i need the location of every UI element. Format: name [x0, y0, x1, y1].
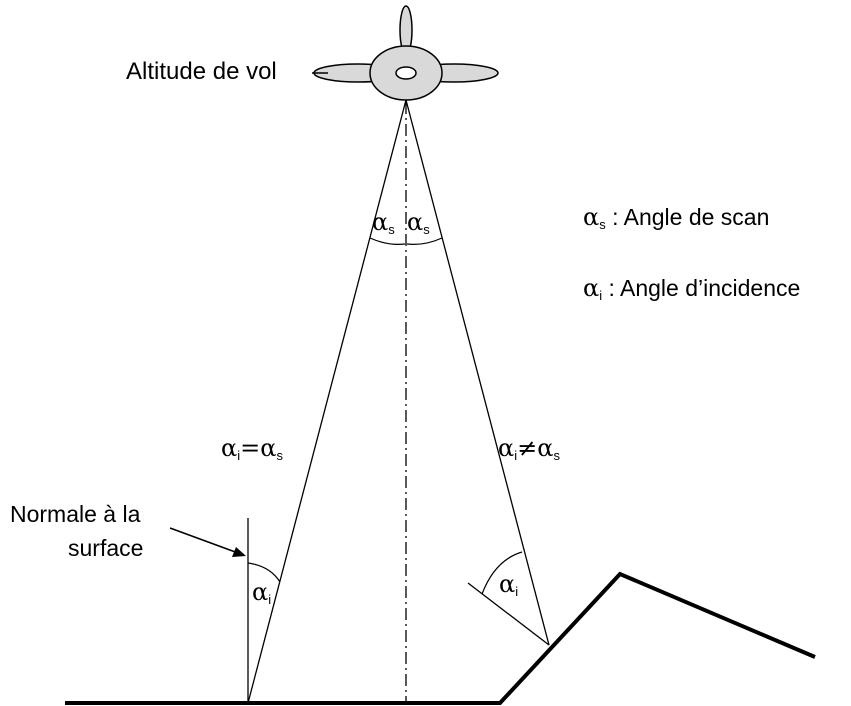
aircraft-icon: [313, 5, 499, 101]
subscript-i: i: [237, 448, 241, 463]
scan-angle-label-left: αs: [372, 210, 395, 236]
surface-normal-label-line1: Normale à la: [10, 501, 141, 527]
subscript-s: s: [599, 217, 606, 232]
subscript-s: s: [276, 448, 283, 463]
unequal-angles-label: αi≠αs: [498, 436, 560, 462]
subscript-i: i: [515, 584, 519, 599]
scan-beam-left: [247, 99, 407, 704]
legend-scan-text: : Angle de scan: [605, 204, 770, 230]
normal-pointer-arrow: [169, 527, 239, 554]
aircraft-hub: [395, 66, 417, 80]
terrain-profile: [65, 571, 816, 705]
incidence-angle-arc-right: [481, 551, 523, 595]
legend-incidence-angle: αi : Angle d’incidence: [583, 276, 800, 302]
scan-angle-arc-left: [369, 237, 406, 245]
normal-pointer-arrowhead: [232, 547, 246, 557]
incidence-angle-label-right: αi: [499, 572, 518, 598]
subscript-s: s: [553, 448, 560, 463]
alpha-symbol: α: [498, 434, 515, 462]
incidence-angle-label-left: αi: [252, 580, 271, 606]
incidence-angle-arc-left: [247, 562, 281, 583]
alpha-symbol: α: [537, 434, 554, 462]
legend-scan-angle: αs : Angle de scan: [583, 205, 769, 231]
subscript-s: s: [388, 222, 395, 237]
equals-sign: =: [240, 434, 261, 462]
legend-incidence-text: : Angle d’incidence: [602, 275, 801, 301]
alpha-symbol: α: [221, 434, 238, 462]
subscript-i: i: [268, 592, 272, 607]
alpha-symbol: α: [583, 274, 600, 302]
alpha-symbol: α: [260, 434, 277, 462]
slope-normal-line: [467, 582, 550, 646]
alpha-symbol: α: [583, 203, 600, 231]
subscript-s: s: [423, 222, 430, 237]
equal-angles-label: αi=αs: [221, 436, 283, 462]
altitude-label: Altitude de vol: [126, 58, 277, 85]
scan-angle-arc-right: [406, 237, 443, 245]
scan-beam-right: [405, 99, 550, 646]
subscript-i: i: [599, 288, 603, 303]
subscript-i: i: [514, 448, 518, 463]
surface-normal-label-line2: surface: [68, 535, 144, 561]
alpha-symbol: α: [499, 570, 516, 598]
alpha-symbol: α: [252, 578, 269, 606]
alpha-symbol: α: [407, 208, 424, 236]
not-equals-sign: ≠: [517, 434, 538, 462]
alpha-symbol: α: [372, 208, 389, 236]
scan-angle-label-right: αs: [407, 210, 430, 236]
